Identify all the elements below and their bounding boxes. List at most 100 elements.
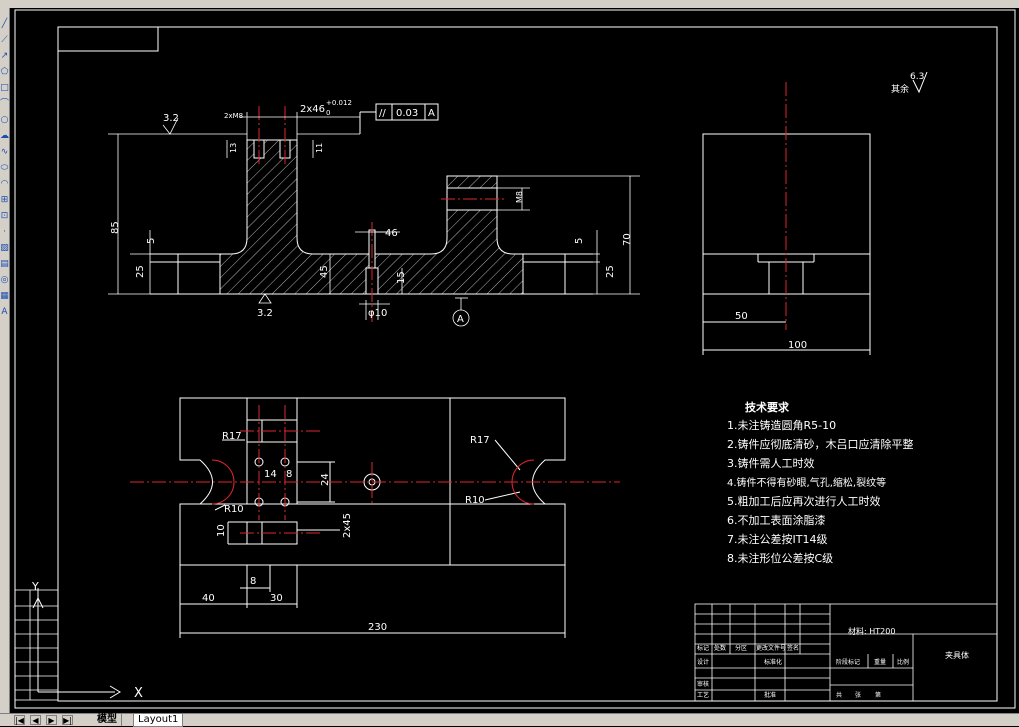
dim-85: 85 bbox=[110, 221, 121, 234]
roughness-note-value: 6.3 bbox=[910, 72, 924, 82]
tolerance-lower: 0 bbox=[326, 109, 330, 117]
title-block-label: 分区 bbox=[735, 644, 747, 652]
dim-24: 24 bbox=[320, 473, 331, 486]
make-block-tool-icon[interactable]: ⊡ bbox=[0, 211, 9, 221]
title-block-label: 标记 bbox=[697, 644, 709, 652]
ellipse-arc-tool-icon[interactable]: ◠ bbox=[0, 179, 9, 189]
region-tool-icon[interactable]: ◎ bbox=[0, 275, 9, 285]
ellipse-tool-icon[interactable]: ⬭ bbox=[0, 163, 9, 173]
dim-r10-right: R10 bbox=[465, 495, 485, 506]
layout-tab-bar: |◀ ◀ ▶ ▶| 模型 Layout1 bbox=[0, 713, 1019, 727]
spline-tool-icon[interactable]: ∿ bbox=[0, 147, 9, 157]
dim-5-left: 5 bbox=[146, 238, 157, 244]
drawing-border bbox=[14, 9, 1016, 709]
dim-70: 70 bbox=[622, 233, 633, 246]
tech-requirement-item: 1.未注铸造圆角R5-10 bbox=[727, 418, 836, 432]
weight-label: 重量 bbox=[874, 658, 886, 666]
title-block-label: 处数 bbox=[714, 644, 726, 652]
gdt-datum: A bbox=[428, 108, 435, 119]
dim-30: 30 bbox=[270, 593, 283, 604]
table-tool-icon[interactable]: ▦ bbox=[0, 291, 9, 301]
point-tool-icon[interactable]: · bbox=[3, 227, 6, 237]
material-label: 材料: HT200 bbox=[848, 626, 895, 636]
dim-45: 45 bbox=[319, 265, 330, 278]
multiline-text-tool-icon[interactable]: A bbox=[1, 307, 8, 317]
tech-requirements: 技术要求 1.未注铸造圆角R5-10 2.铸件应彻底清砂，木吕口应清除平整 3.… bbox=[727, 400, 914, 565]
dim-100: 100 bbox=[788, 340, 807, 351]
menu-toolbar-strip bbox=[0, 0, 1019, 8]
dim-8a: 8 bbox=[286, 469, 292, 480]
tab-model[interactable]: 模型 bbox=[93, 714, 122, 726]
revision-table bbox=[14, 589, 59, 701]
dim-25-right: 25 bbox=[605, 265, 616, 278]
standardization-label: 标准化 bbox=[764, 658, 782, 666]
tech-requirement-item: 4.铸件不得有砂眼,气孔,缩松,裂纹等 bbox=[727, 476, 886, 489]
title-block-label: 更改文件号 bbox=[756, 644, 786, 652]
dim-r10-left: R10 bbox=[224, 504, 244, 515]
roughness-note: 其余 6.3 bbox=[891, 71, 928, 95]
dim-50: 50 bbox=[735, 311, 748, 322]
sheet-label: 张 bbox=[855, 691, 861, 699]
polygon-tool-icon[interactable]: ⬠ bbox=[0, 67, 9, 77]
dim-5-right: 5 bbox=[574, 238, 585, 244]
insert-block-tool-icon[interactable]: ⊞ bbox=[0, 195, 9, 205]
gdt-value: 0.03 bbox=[396, 108, 418, 119]
roughness-note-label: 其余 bbox=[891, 83, 909, 95]
approve2-label: 批准 bbox=[764, 691, 776, 699]
hatch-tool-icon[interactable]: ▨ bbox=[0, 243, 9, 253]
dim-15: 15 bbox=[396, 271, 407, 284]
sheet-no-label: 第 bbox=[875, 691, 881, 699]
prev-tab-button[interactable]: ◀ bbox=[30, 715, 41, 725]
dim-25-left: 25 bbox=[135, 265, 146, 278]
draw-toolbar: ╱ ⟋ ↗ ⬠ □ ⌒ ○ ☁ ∿ ⬭ ◠ ⊞ ⊡ · ▨ ▤ ◎ ▦ A bbox=[0, 8, 10, 713]
stage-mark-label: 阶段标记 bbox=[836, 658, 860, 666]
gradient-tool-icon[interactable]: ▤ bbox=[0, 259, 9, 269]
last-tab-button[interactable]: ▶| bbox=[62, 715, 73, 725]
rectangle-tool-icon[interactable]: □ bbox=[0, 83, 9, 93]
dim-phi10: φ10 bbox=[368, 308, 387, 319]
tab-layout1[interactable]: Layout1 bbox=[133, 714, 184, 727]
surface-roughness-bottom: 3.2 bbox=[257, 308, 273, 319]
arc-tool-icon[interactable]: ⌒ bbox=[0, 99, 10, 109]
construction-line-tool-icon[interactable]: ↗ bbox=[0, 51, 9, 61]
dim-r17-left: R17 bbox=[222, 431, 242, 442]
next-tab-button[interactable]: ▶ bbox=[46, 715, 57, 725]
drawing-canvas[interactable]: 3.2 2xM8 2x46 +0.012 0 // 0.03 A 13 11 8… bbox=[10, 8, 1019, 713]
circle-tool-icon[interactable]: ○ bbox=[0, 115, 9, 125]
front-view: 3.2 2xM8 2x46 +0.012 0 // 0.03 A 13 11 8… bbox=[108, 99, 640, 327]
line-tool-icon[interactable]: ╱ bbox=[1, 19, 8, 29]
dim-46: 46 bbox=[385, 228, 398, 239]
part-name: 夹具体 bbox=[945, 650, 969, 660]
tech-requirement-item: 8.未注形位公差按C级 bbox=[727, 551, 833, 565]
polyline-tool-icon[interactable]: ⟋ bbox=[1, 35, 8, 45]
dim-230: 230 bbox=[368, 622, 387, 633]
dim-8b: 8 bbox=[250, 576, 256, 587]
ucs-y-label: Y bbox=[31, 580, 39, 593]
ucs-x-label: X bbox=[134, 686, 143, 701]
tech-requirement-item: 6.不加工表面涂脂漆 bbox=[727, 513, 826, 527]
dim-r17-right: R17 bbox=[470, 435, 490, 446]
dim-10: 10 bbox=[216, 524, 227, 537]
dim-13: 13 bbox=[229, 143, 238, 153]
sheet-total-label: 共 bbox=[836, 691, 842, 699]
tech-requirement-item: 3.铸件需人工时效 bbox=[727, 456, 815, 470]
top-view: R17 R10 R17 R10 14 8 24 10 2x45 8 40 30 … bbox=[130, 397, 620, 638]
scale-label: 比例 bbox=[897, 658, 909, 666]
title-block: 标记 处数 分区 更改文件号 签名 设计 标准化 审核 工艺 批准 阶段标记 重… bbox=[694, 603, 998, 702]
revision-cloud-tool-icon[interactable]: ☁ bbox=[0, 131, 9, 141]
process-label: 工艺 bbox=[697, 691, 709, 699]
tech-requirement-item: 7.未注公差按IT14级 bbox=[727, 532, 827, 546]
designer-label: 设计 bbox=[697, 658, 709, 666]
dim-11: 11 bbox=[315, 143, 324, 153]
tech-requirement-item: 5.粗加工后应再次进行人工时效 bbox=[727, 494, 881, 508]
title-block-label: 签名 bbox=[787, 644, 799, 652]
first-tab-button[interactable]: |◀ bbox=[14, 715, 25, 725]
ucs-icon: X Y bbox=[31, 580, 143, 701]
front-view-section-hatch bbox=[219, 139, 524, 295]
tolerance-upper: +0.012 bbox=[326, 99, 352, 107]
dim-2x45: 2x45 bbox=[342, 513, 353, 538]
thread-spec-label: 2xM8 bbox=[224, 112, 243, 120]
dim-m8: M8 bbox=[515, 191, 524, 203]
tech-requirement-item: 2.铸件应彻底清砂，木吕口应清除平整 bbox=[727, 437, 914, 451]
dim-40: 40 bbox=[202, 593, 215, 604]
